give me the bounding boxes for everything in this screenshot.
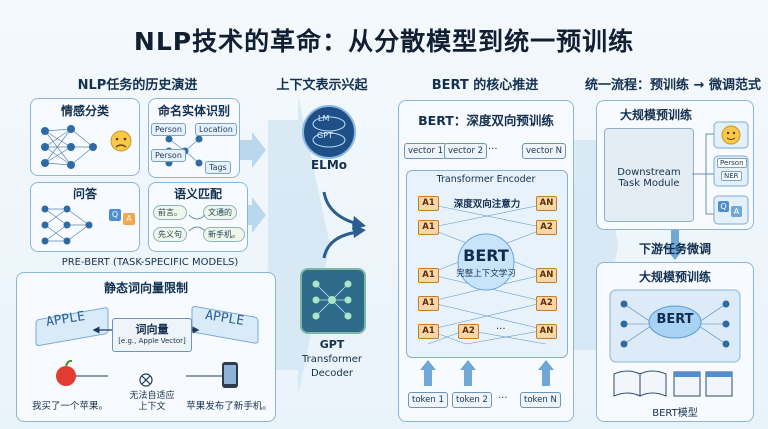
prebert-caption: PRE-BERT (TASK-SPECIFIC MODELS)	[61, 257, 239, 268]
elmo-lm-label: LM	[318, 114, 330, 123]
attn-a1-r1: A1	[418, 196, 439, 211]
ner-label: 命名实体识别	[157, 104, 230, 118]
column-header-bert: BERT 的核心推进	[431, 78, 539, 93]
page-title: NLP技术的革命：从分散模型到统一预训练	[133, 27, 635, 56]
ner-tag-tags: Tags	[205, 161, 231, 174]
attn-a1-r2: A1	[418, 220, 439, 235]
bert-panel-title: BERT：深度双向预训练	[418, 113, 554, 128]
out-tag-person: Person	[717, 158, 747, 168]
bert-core-label: BERT	[463, 246, 509, 265]
qa-q-badge: Q	[109, 209, 121, 221]
attention-label: 深度双向注意力	[453, 199, 521, 210]
ner-tag-person: Person	[151, 123, 186, 136]
qa-label: 问答	[72, 187, 97, 201]
vector-ellipsis: ···	[488, 144, 498, 155]
word-vector-label: 词向量	[135, 323, 169, 336]
semantic-chip-3: 先义句	[153, 227, 187, 242]
semantic-label: 语义匹配	[173, 187, 222, 201]
token-n: token N	[520, 392, 561, 408]
gpt-transformer-label: Transformer	[301, 354, 362, 365]
elmo-gpt-small-label: GPT	[317, 131, 333, 140]
attn-a1-r5: A1	[418, 324, 439, 339]
semantic-link-icon	[188, 214, 206, 232]
word-vector-sub: [e.g., Apple Vector]	[118, 337, 186, 345]
qa-task-box: 问答 Q A	[30, 182, 140, 252]
column-header-unified: 统一流程：预训练 → 微调范式	[585, 78, 761, 93]
gpt-network-icon	[312, 280, 352, 320]
word-vector-box: 词向量 [e.g., Apple Vector]	[112, 318, 192, 352]
semantic-matching-box: 语义匹配 前言。 文通的 先义句 新手机。	[148, 182, 248, 252]
downstream-line2: Task Module	[618, 178, 680, 189]
gpt-decoder-label: Decoder	[310, 368, 354, 379]
attn-a2-r2: A2	[536, 220, 557, 235]
ner-tag-person-2: Person	[151, 149, 186, 162]
downstream-module-box: Downstream Task Module	[604, 128, 694, 222]
semantic-chip-2: 文通的	[203, 205, 237, 220]
cannot-adapt-line1: 无法自适应	[129, 391, 175, 401]
token-2: token 2	[452, 392, 492, 408]
static-vector-illustration	[35, 305, 259, 388]
attn-an-r1: AN	[536, 196, 557, 211]
sentiment-task-box: 情感分类	[30, 98, 140, 176]
attn-an-r3: AN	[536, 268, 557, 283]
sentiment-network-icon	[41, 125, 132, 169]
vector-1: vector 1	[404, 143, 448, 159]
vector-n: vector N	[522, 143, 567, 159]
sentence-right: 苹果发布了新手机。	[186, 401, 272, 412]
attn-an-r5: AN	[536, 324, 557, 339]
semantic-chip-4: 新手机。	[203, 227, 245, 242]
bert-core-sub: 完整上下文学习	[456, 269, 516, 279]
out-tag-ner: NER	[721, 171, 742, 181]
elmo-icon	[302, 105, 356, 159]
out-q-badge: Q	[718, 201, 729, 212]
vector-2: vector 2	[444, 143, 488, 159]
token-ellipsis: ···	[498, 393, 508, 404]
corpus-icons	[613, 370, 733, 397]
attn-a1-r4: A1	[418, 296, 439, 311]
qa-a-badge: A	[123, 213, 135, 225]
attn-a2-r4: A2	[536, 296, 557, 311]
column-header-context: 上下文表示兴起	[276, 78, 368, 93]
bert-model-core-label: BERT	[656, 312, 694, 327]
ner-tag-location: Location	[195, 123, 237, 136]
pretrain-bottom-label: 大规模预训练	[638, 270, 711, 284]
gpt-label: GPT	[319, 338, 345, 351]
out-a-badge: A	[731, 206, 742, 217]
pretrain-top-label: 大规模预训练	[619, 108, 692, 122]
token-input-arrows	[420, 360, 554, 386]
ner-task-box: 命名实体识别 Person Location Person Tags	[148, 98, 240, 178]
sentence-left: 我买了一个苹果。	[31, 401, 108, 412]
static-vector-title: 静态词向量限制	[103, 281, 188, 295]
encoder-label: Transformer Encoder	[436, 174, 536, 185]
semantic-chip-1: 前言。	[153, 205, 187, 220]
qa-network-icon	[41, 205, 93, 245]
sentiment-label: 情感分类	[60, 104, 109, 118]
bert-model-label: BERT模型	[652, 408, 698, 419]
context-arrows	[322, 191, 366, 259]
attention-lines	[427, 203, 547, 345]
finetune-label: 下游任务微调	[638, 242, 711, 256]
finetune-arrow	[664, 230, 686, 260]
token-1: token 1	[408, 392, 448, 408]
elmo-label: ELMo	[310, 158, 348, 172]
attn-a1-r3: A1	[418, 268, 439, 283]
downstream-line1: Downstream	[617, 167, 681, 178]
cannot-adapt-line2: 上下文	[138, 402, 166, 412]
gpt-icon-box	[300, 268, 366, 334]
attn-ellipsis: ···	[496, 324, 506, 335]
column-header-history: NLP任务的历史演进	[77, 78, 198, 93]
attn-a2-r5: A2	[458, 324, 479, 339]
bert-pretrain-network	[609, 289, 741, 363]
